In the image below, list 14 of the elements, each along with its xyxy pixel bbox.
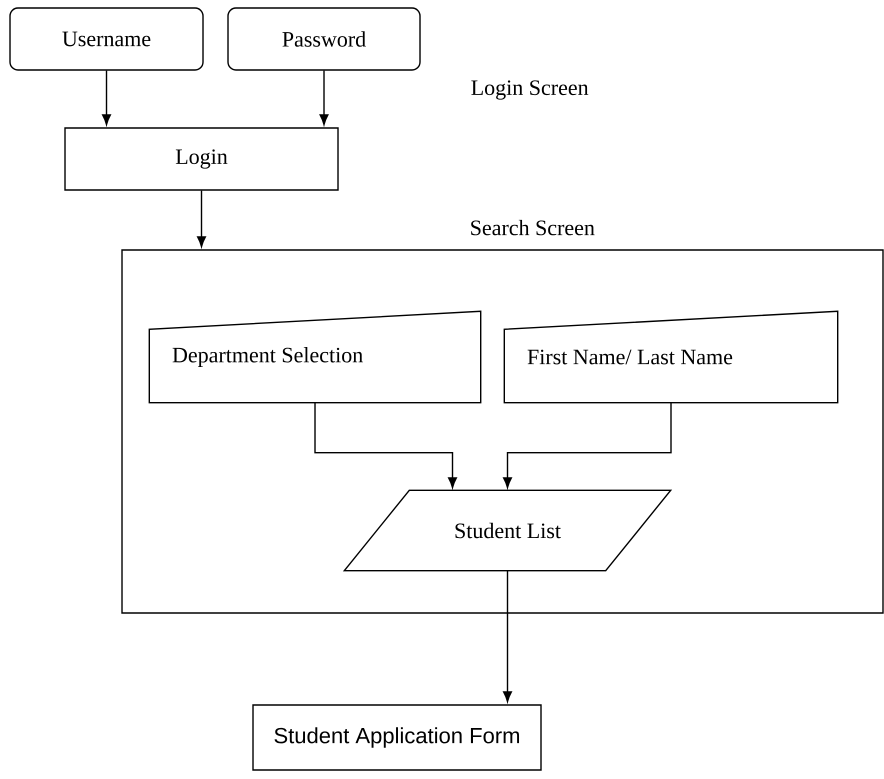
arrow [314,402,457,488]
screen-label: Login Screen [471,80,588,100]
arrow [503,570,512,702]
node-label: Search Screen [471,220,595,236]
input-box: Password [227,7,421,71]
arrow [503,402,672,488]
arrow [320,70,328,126]
manual-input-box: Department Selection [148,310,482,404]
process-box: Login [64,127,339,191]
arrow [197,190,206,248]
manual-input-box: First Name/ Last Name [504,310,838,404]
process-box: Student Application Form [252,704,542,771]
input-box: Username [9,7,204,71]
arrow [102,70,111,126]
